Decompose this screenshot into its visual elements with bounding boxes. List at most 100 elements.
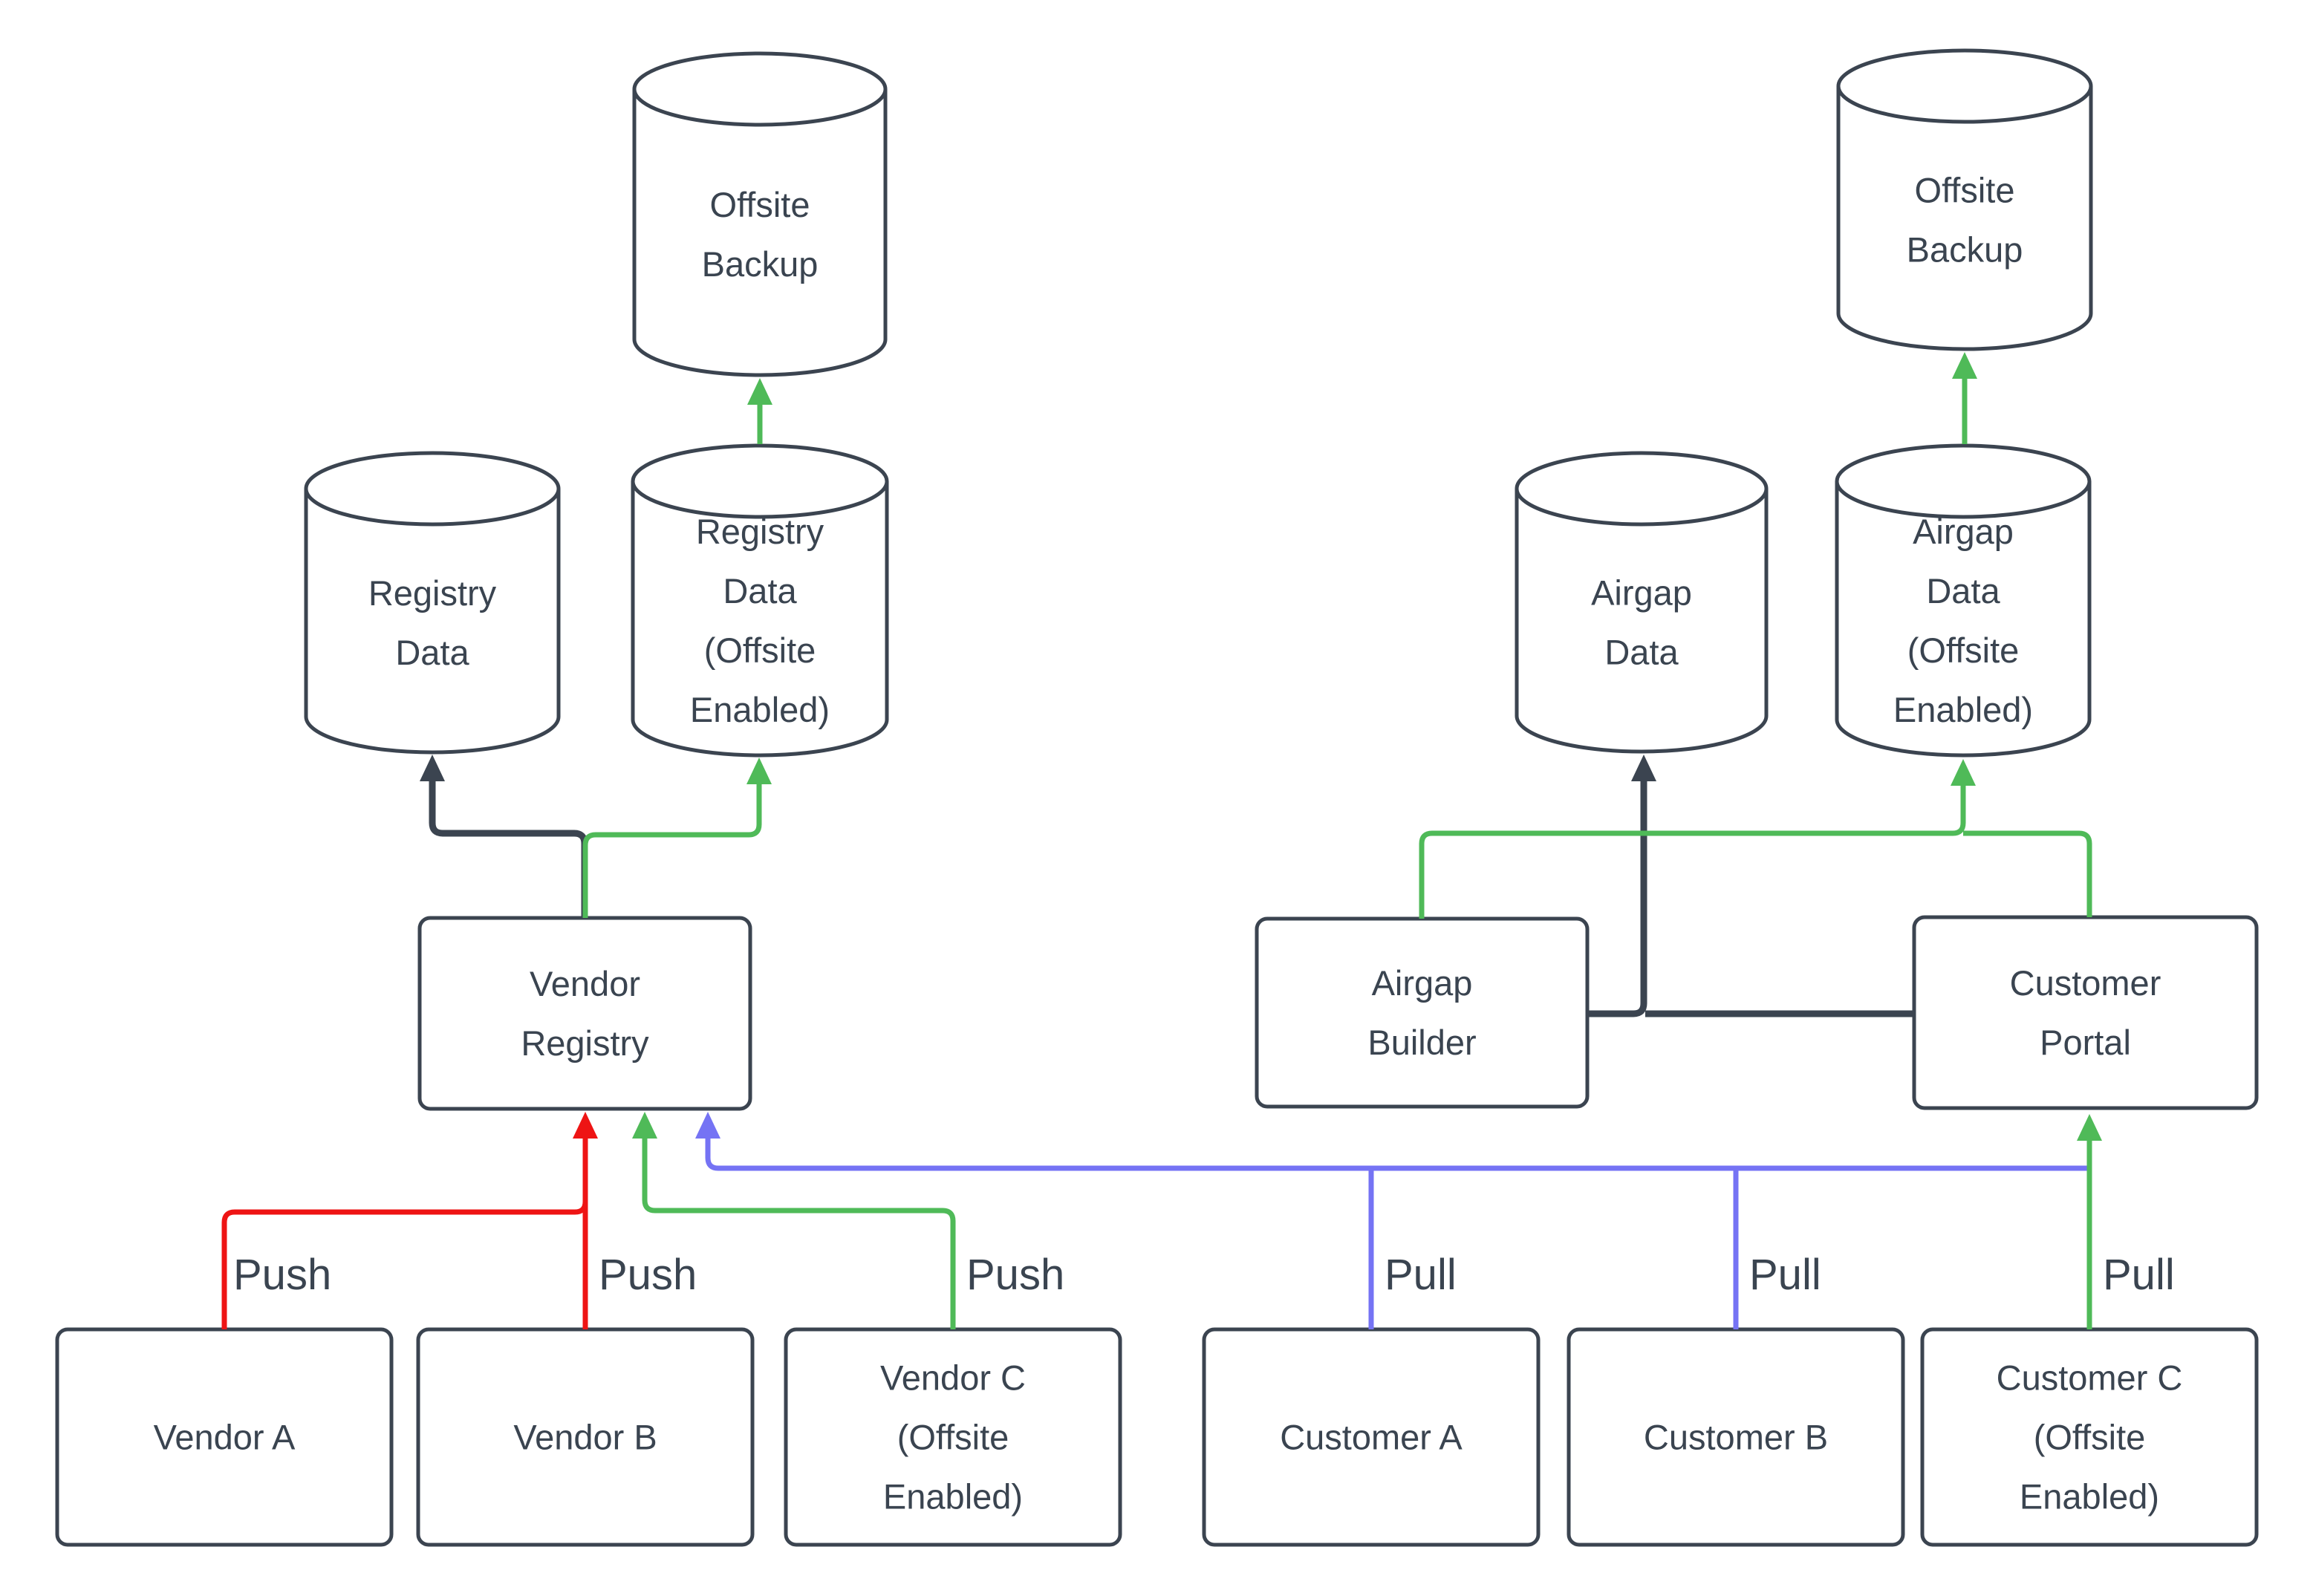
node-vendor-b: Vendor B	[416, 1327, 755, 1547]
node-label-airgap-data-line-1: Data	[1604, 633, 1679, 672]
cylinder-top-registry-data-offsite	[631, 443, 889, 519]
node-label-customer-portal-line-0: Customer	[2010, 963, 2161, 1003]
cylinder-body-registry-data	[304, 489, 561, 755]
node-customer-b: Customer B	[1567, 1327, 1905, 1547]
node-label-airgap-data-offsite-line-1: Data	[1926, 571, 2000, 610]
node-label-registry-data-line-0: Registry	[368, 573, 497, 613]
node-label-vendor-c-line-2: Enabled)	[883, 1477, 1023, 1517]
arrowhead-airgap-data-offsite-to-offsite-backup	[1952, 352, 1977, 379]
edge-label-customer-a-pull: Pull	[1385, 1251, 1457, 1299]
node-label-registry-data-offsite-line-2: (Offsite	[704, 631, 816, 670]
cylinder-body-airgap-data-offsite	[1835, 481, 2092, 758]
cylinder-body-registry-data-offsite	[631, 481, 889, 758]
arrowhead-airgap-builder-to-airgap-data	[1631, 755, 1656, 781]
node-label-airgap-builder-line-1: Builder	[1367, 1023, 1476, 1062]
node-vendor-a: Vendor A	[55, 1327, 394, 1547]
edge-line-vendor-c-push	[642, 1139, 956, 1329]
node-label-airgap-builder-line-0: Airgap	[1372, 963, 1473, 1003]
node-label-vendor-c-line-0: Vendor C	[880, 1358, 1026, 1398]
node-label-customer-a-line-0: Customer A	[1280, 1418, 1463, 1457]
arrowhead-registry-data-offsite-to-offsite-backup	[747, 378, 772, 405]
node-label-vendor-a-line-0: Vendor A	[154, 1418, 296, 1457]
node-label-airgap-data-offsite-line-2: (Offsite	[1907, 631, 2020, 670]
edge-label-vendor-c-push: Push	[966, 1251, 1064, 1299]
edge-vendor-b-push: Push	[573, 1112, 697, 1329]
cylinder-top-airgap-data	[1515, 451, 1769, 527]
edge-customer-b-pull: Pull	[1733, 1168, 1821, 1329]
node-label-registry-data-offsite-line-0: Registry	[696, 512, 824, 551]
edge-vendor-registry-to-registry-data	[420, 755, 588, 918]
cylinder-body-offsite-backup-left	[632, 89, 888, 377]
node-label-airgap-data-line-0: Airgap	[1591, 573, 1692, 613]
edge-customer-a-pull: Pull	[1368, 1168, 1457, 1329]
edge-line-vendor-registry-to-registry-data	[429, 781, 588, 918]
cylinder-top-offsite-backup-left	[632, 51, 888, 127]
box-shape-vendor-registry	[417, 916, 752, 1111]
arrowhead-vendor-registry-to-registry-data-offsite	[746, 758, 772, 784]
cylinder-top-airgap-data-offsite	[1835, 443, 2092, 519]
edge-airgap-builder-to-airgap-data-offsite	[1419, 759, 1976, 919]
box-shape-customer-portal	[1912, 915, 2259, 1110]
edge-airgap-data-offsite-to-offsite-backup	[1952, 352, 1977, 444]
edge-line-customer-portal-to-airgap-data-offsite	[1963, 830, 2092, 917]
arrowhead-airgap-builder-to-airgap-data-offsite	[1951, 759, 1976, 786]
edge-customer-c-pull: Pull	[2077, 1114, 2175, 1329]
arrowhead-vendor-registry-to-registry-data	[420, 755, 445, 781]
edge-label-vendor-b-push: Push	[599, 1251, 697, 1299]
node-label-offsite-backup-right-line-0: Offsite	[1915, 171, 2015, 210]
node-label-customer-c-line-0: Customer C	[1997, 1358, 2183, 1398]
cylinder-top-registry-data	[304, 451, 561, 527]
edge-registry-data-offsite-to-offsite-backup	[747, 378, 772, 444]
arrowhead-vendor-b-push	[573, 1112, 598, 1139]
edge-vendor-c-push: Push	[632, 1112, 1064, 1329]
edge-line-airgap-builder-to-airgap-data	[1587, 781, 1647, 1017]
edge-label-customer-b-pull: Pull	[1749, 1251, 1821, 1299]
node-label-airgap-data-offsite-line-0: Airgap	[1913, 512, 2014, 551]
node-label-offsite-backup-left-line-0: Offsite	[710, 185, 810, 224]
edge-label-customer-c-pull: Pull	[2103, 1251, 2175, 1299]
cylinder-body-offsite-backup-right	[1836, 86, 2093, 351]
edge-airgap-builder-to-airgap-data	[1587, 755, 1656, 1017]
edge-line-airgap-builder-to-airgap-data-offsite	[1419, 786, 1966, 919]
arrowhead-vendor-c-push	[632, 1112, 657, 1139]
edge-line-vendor-registry-to-registry-data-offsite	[582, 784, 762, 918]
arrowhead-customer-portal-pull-from-vendor-registry	[695, 1112, 720, 1139]
edge-label-vendor-a-push: Push	[233, 1251, 331, 1299]
node-label-airgap-data-offsite-line-3: Enabled)	[1893, 690, 2033, 729]
edge-customer-portal-pull-from-vendor-registry	[695, 1112, 2089, 1171]
edge-line-customer-portal-pull-from-vendor-registry	[705, 1139, 2089, 1171]
node-customer-a: Customer A	[1202, 1327, 1541, 1547]
node-label-registry-data-offsite-line-3: Enabled)	[690, 690, 830, 729]
node-label-customer-c-line-2: Enabled)	[2020, 1477, 2159, 1517]
node-label-registry-data-line-1: Data	[395, 633, 469, 672]
node-label-vendor-registry-line-1: Registry	[521, 1023, 649, 1063]
arrowhead-customer-c-pull	[2077, 1114, 2102, 1141]
cylinder-body-airgap-data	[1515, 489, 1769, 754]
node-label-vendor-c-line-1: (Offsite	[897, 1418, 1009, 1457]
node-label-customer-c-line-1: (Offsite	[2034, 1418, 2146, 1457]
box-shape-airgap-builder	[1255, 916, 1590, 1109]
node-label-registry-data-offsite-line-1: Data	[723, 571, 797, 610]
edge-customer-portal-to-airgap-data-offsite	[1963, 830, 2092, 917]
node-label-customer-portal-line-1: Portal	[2040, 1023, 2131, 1062]
node-label-customer-b-line-0: Customer B	[1644, 1418, 1828, 1457]
edge-vendor-registry-to-registry-data-offsite	[582, 758, 772, 918]
edge-vendor-a-push: Push	[221, 1173, 588, 1329]
node-label-vendor-b-line-0: Vendor B	[513, 1418, 657, 1457]
node-label-vendor-registry-line-0: Vendor	[530, 964, 640, 1003]
node-label-offsite-backup-left-line-1: Backup	[702, 244, 819, 284]
node-label-offsite-backup-right-line-1: Backup	[1907, 230, 2023, 270]
